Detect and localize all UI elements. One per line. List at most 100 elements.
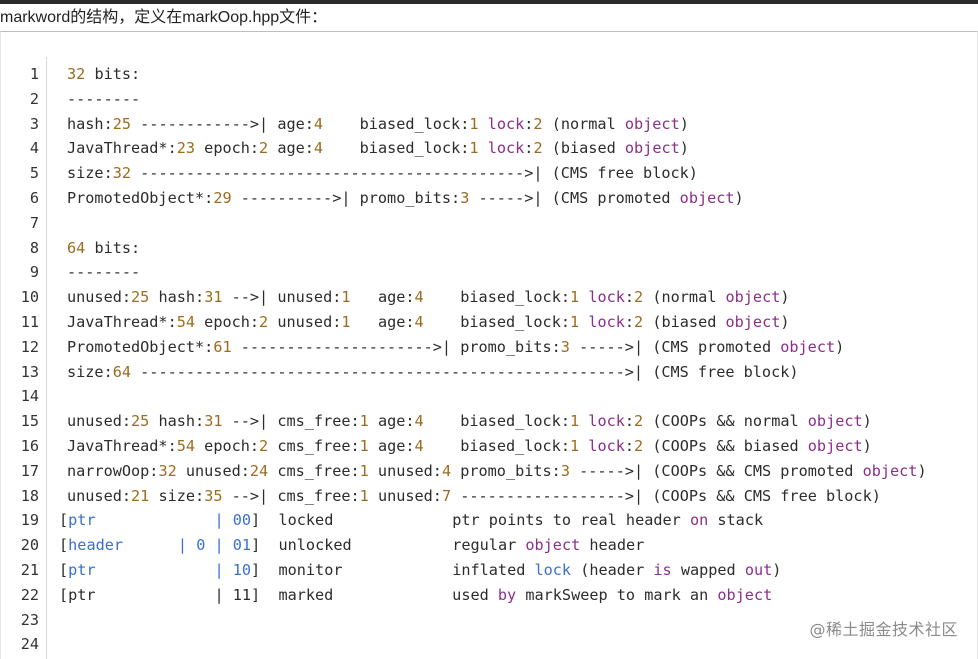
code-token: bits: — [85, 238, 141, 257]
code-token: 1 — [359, 412, 369, 431]
code-token: 61 — [213, 337, 232, 356]
code-text: [ptr | 00] locked ptr points to real hea… — [59, 508, 763, 533]
code-token: lock — [588, 437, 625, 455]
code-token: 2 — [634, 313, 644, 331]
code-token: 25 — [131, 412, 150, 431]
code-token: ) — [679, 114, 689, 133]
line-number: 18 — [20, 486, 39, 505]
code-token: ptr — [68, 511, 96, 530]
code-token — [123, 536, 178, 554]
code-token: object — [807, 412, 863, 431]
code-token: stack — [708, 511, 764, 530]
code-token: 64 — [112, 362, 132, 381]
code-token: unused: — [67, 486, 132, 505]
code-token: [ — [59, 536, 69, 555]
code-token: JavaThread*: — [67, 313, 177, 331]
code-text: 32 bits: — [67, 62, 140, 87]
code-token: object — [624, 139, 680, 158]
line-number: 19 — [20, 511, 39, 530]
code-text: size:32 --------------------------------… — [67, 161, 698, 186]
code-token: 1 — [359, 461, 369, 480]
line-number: 1 — [29, 65, 39, 83]
code-token: 2 — [634, 437, 644, 455]
code-token: 7 — [441, 486, 452, 505]
code-token: ) — [734, 189, 744, 207]
code-text: JavaThread*:54 epoch:2 unused:1 age:4 bi… — [67, 310, 790, 335]
code-token: 4 — [414, 288, 424, 307]
code-token: ---------->| promo_bits: — [231, 189, 461, 207]
code-token: epoch: — [195, 139, 260, 158]
code-token: 54 — [176, 313, 196, 331]
code-text: [header | 0 | 01] unlocked regular objec… — [59, 533, 644, 558]
code-token: --------------------->| promo_bits: — [231, 337, 561, 356]
code-token: (normal — [643, 288, 726, 307]
line-number: 20 — [20, 536, 39, 555]
code-token: 1 — [569, 437, 580, 455]
code-token: -------- — [67, 263, 141, 282]
code-token — [579, 313, 588, 331]
code-token: header — [580, 536, 645, 555]
code-token: JavaThread*: — [67, 139, 177, 158]
line-number: 17 — [20, 461, 39, 480]
code-text: JavaThread*:54 epoch:2 cms_free:1 age:4 … — [67, 434, 872, 459]
line-number: 3 — [29, 114, 39, 133]
code-token: (biased — [542, 139, 625, 158]
code-token: 3 — [460, 189, 470, 207]
code-token: hash: — [149, 288, 205, 307]
code-token: 4 — [313, 114, 324, 133]
code-token: object — [807, 437, 863, 455]
code-token — [479, 115, 488, 133]
code-token: ) — [780, 288, 790, 307]
code-token — [579, 412, 588, 430]
code-token: age: — [368, 412, 415, 431]
code-token: ----------------------------------------… — [131, 164, 698, 183]
code-token: -->| cms_free: — [222, 412, 360, 431]
code-token: object — [679, 189, 735, 207]
code-token: object — [725, 288, 781, 307]
code-token: narrowOop: — [67, 461, 159, 480]
code-token: ] unlocked regular — [251, 536, 526, 555]
code-token: unused: — [368, 486, 442, 505]
code-token: : — [524, 139, 534, 158]
code-token: 35 — [204, 486, 223, 505]
code-token: epoch: — [195, 313, 260, 331]
code-token: 4 — [414, 412, 424, 431]
code-token: lock — [487, 114, 525, 133]
code-token: lock — [588, 313, 625, 331]
code-token: 21 — [131, 486, 150, 505]
code-token: | 0 | 01 — [177, 536, 252, 555]
code-token: ] locked ptr points to real header — [251, 511, 690, 530]
code-token: 1 — [359, 486, 369, 505]
code-token: is — [653, 561, 672, 579]
code-token: age: — [350, 288, 415, 307]
code-token: -->| cms_free: — [222, 486, 360, 505]
code-token: 2 — [634, 412, 644, 431]
code-token: epoch: — [195, 437, 260, 455]
code-token: : — [624, 412, 635, 431]
code-token: 32 — [112, 164, 132, 183]
code-token: 1 — [341, 288, 351, 307]
line-number: 24 — [20, 635, 39, 654]
code-token: 4 — [441, 461, 452, 480]
code-token: biased_lock: — [323, 114, 470, 133]
code-token: ) — [772, 561, 782, 579]
code-token: biased_lock: — [323, 139, 470, 158]
code-token: 31 — [204, 288, 223, 307]
line-number: 7 — [29, 213, 39, 232]
code-token: 54 — [176, 437, 196, 455]
code-token: object — [725, 313, 781, 331]
code-token: (header — [571, 561, 654, 579]
code-text: hash:25 ------------>| age:4 biased_lock… — [67, 112, 689, 137]
code-token: 64 — [67, 238, 86, 257]
code-token: (COOPs && biased — [643, 437, 808, 455]
code-token: size: — [67, 164, 113, 183]
code-text: [ptr | 10] monitor inflated lock (header… — [59, 558, 781, 583]
code-token: cms_free: — [268, 461, 360, 480]
code-token: 2 — [634, 288, 644, 307]
code-token: lock — [588, 412, 625, 431]
code-token: 25 — [112, 114, 132, 133]
code-token: object — [780, 337, 836, 356]
code-token: 1 — [469, 139, 479, 158]
line-number: 23 — [20, 610, 39, 629]
